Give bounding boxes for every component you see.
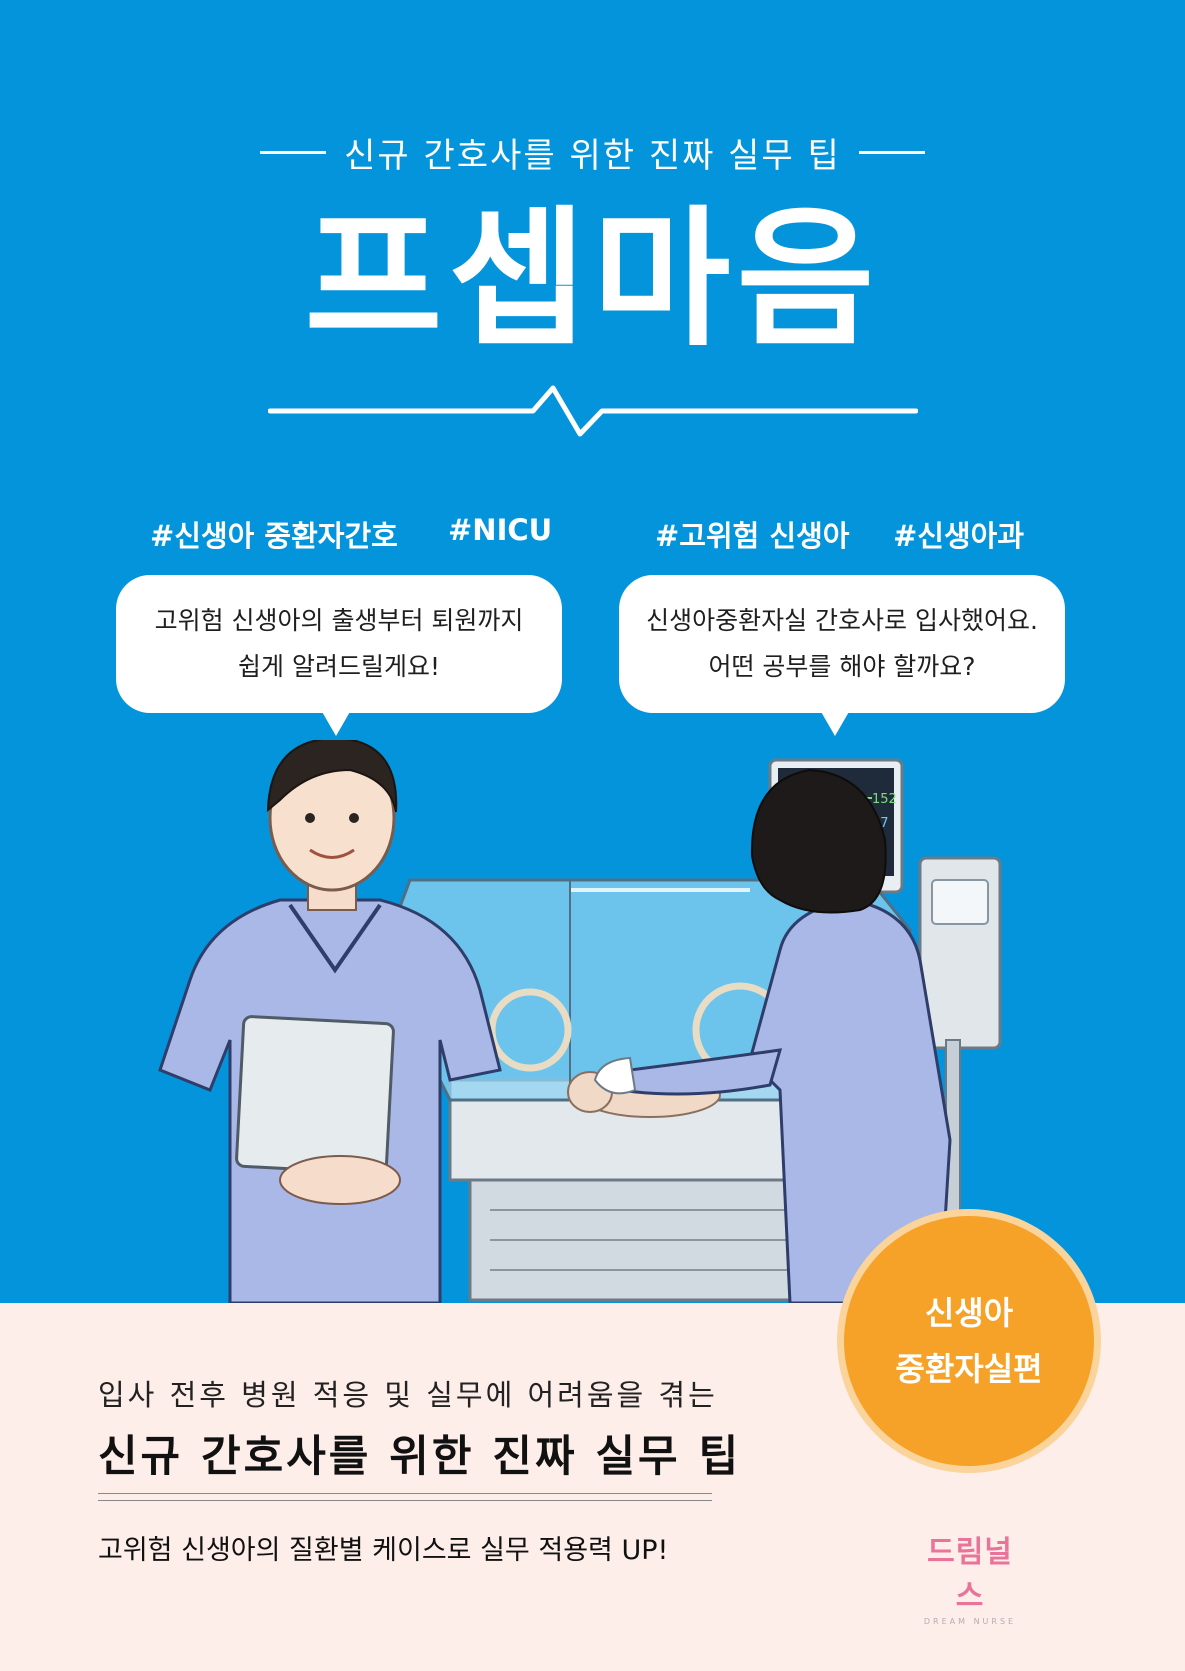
hashtag-high-risk-newborn: #고위험 신생아: [655, 519, 850, 553]
badge-line1: 신생아: [924, 1294, 1014, 1332]
publisher-logo: 드림널스 DREAM NURSE: [918, 1527, 1022, 1626]
publisher-name: 드림널스: [927, 1535, 1013, 1614]
bottom-caption: 고위험 신생아의 질환별 케이스로 실무 적용력 UP!: [98, 1535, 669, 1566]
publisher-sub: DREAM NURSE: [923, 1617, 1017, 1626]
divider-line-1: [98, 1493, 712, 1494]
hashtag-neonatology: #신생아과: [893, 519, 1025, 553]
badge-line2: 중환자실편: [895, 1350, 1043, 1388]
bubble-new-nurse-line2: 어떤 공부를 해야 할까요?: [708, 652, 976, 681]
male-nurse-figure: [158, 740, 502, 1303]
edition-badge: 신생아 중환자실편: [844, 1216, 1094, 1466]
bubble-preceptor-line1: 고위험 신생아의 출생부터 퇴원까지: [154, 606, 524, 635]
bubble-preceptor-line2: 쉽게 알려드릴게요!: [238, 652, 440, 681]
hashtag-nicu-care: #신생아 중환자간호: [150, 519, 398, 553]
cover-title: 프셉마음: [304, 193, 881, 367]
speech-bubble-preceptor: 고위험 신생아의 출생부터 퇴원까지 쉽게 알려드릴게요!: [116, 575, 562, 713]
speech-bubble-tail-right: [820, 710, 850, 736]
bubble-new-nurse-line1: 신생아중환자실 간호사로 입사했어요.: [646, 606, 1038, 635]
heartbeat-line-icon: [268, 385, 918, 437]
subtitle-dash-left: [260, 151, 327, 154]
cover-subtitle-text: 신규 간호사를 위한 진짜 실무 팁: [344, 136, 841, 176]
bottom-tagline: 입사 전후 병원 적응 및 실무에 어려움을 겪는: [98, 1378, 718, 1412]
bottom-headline: 신규 간호사를 위한 진짜 실무 팁: [98, 1432, 742, 1482]
cover-subtitle: 신규 간호사를 위한 진짜 실무 팁: [0, 128, 1185, 177]
female-nurse-figure: [593, 768, 952, 1303]
nurses-incubator-illustration: 152 97: [158, 740, 1002, 1303]
subtitle-dash-right: [858, 151, 925, 154]
divider-line-2: [98, 1500, 712, 1501]
speech-bubble-tail-left: [321, 710, 351, 736]
hashtag-nicu: #NICU: [448, 513, 553, 547]
monitor-value-heart-rate: 152: [872, 792, 897, 807]
speech-bubble-new-nurse: 신생아중환자실 간호사로 입사했어요. 어떤 공부를 해야 할까요?: [619, 575, 1065, 713]
